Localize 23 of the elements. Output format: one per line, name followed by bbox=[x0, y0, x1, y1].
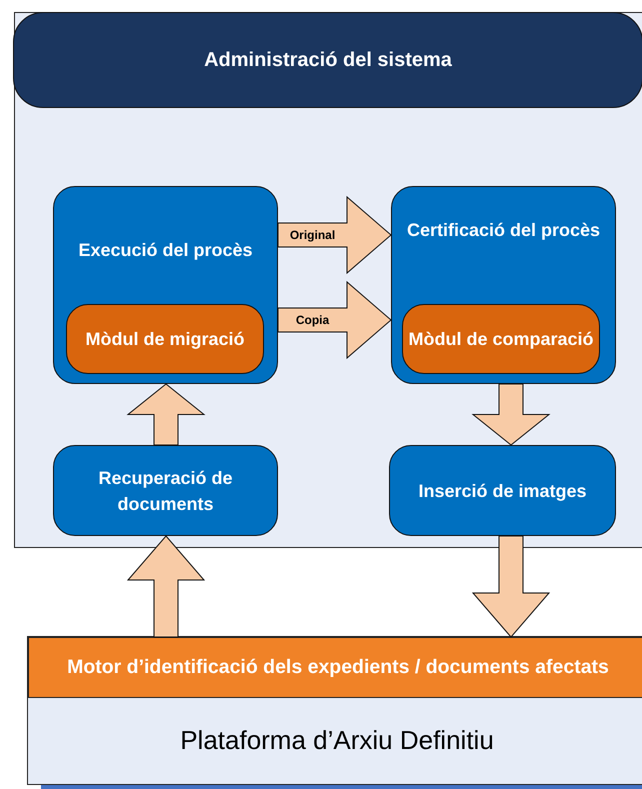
block-arrow bbox=[472, 384, 550, 446]
process-box bbox=[53, 445, 278, 536]
box-title: Recuperació de documents bbox=[97, 466, 234, 516]
panel-header: Administració del sistema bbox=[13, 12, 642, 108]
system-panel bbox=[14, 12, 642, 548]
module-box bbox=[402, 304, 600, 374]
block-arrow bbox=[126, 383, 206, 446]
process-box bbox=[53, 186, 278, 384]
engine-band bbox=[28, 637, 642, 698]
module-box bbox=[66, 304, 264, 374]
box-title: Execució del procès bbox=[77, 239, 254, 262]
edge-label: Original bbox=[288, 228, 338, 242]
box-title: Certificació del procès bbox=[406, 219, 602, 242]
block-arrow bbox=[472, 536, 550, 638]
module-title: Mòdul de migració bbox=[85, 328, 244, 351]
module-title: Mòdul de comparació bbox=[408, 328, 594, 351]
band-title: Motor d’identificació dels expedients / documents afectats bbox=[67, 655, 609, 680]
block-arrow bbox=[126, 535, 206, 638]
edge-label: Copia bbox=[294, 313, 332, 327]
box-title: Inserció de imatges bbox=[417, 480, 588, 503]
platform-title: Plataforma d’Arxiu Definitiu bbox=[179, 725, 495, 756]
process-box bbox=[391, 186, 616, 384]
process-box bbox=[389, 445, 616, 536]
